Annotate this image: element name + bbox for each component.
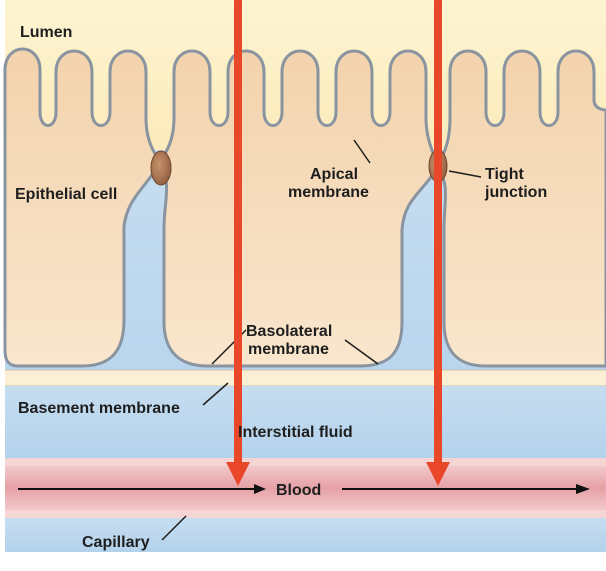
lumen-label: Lumen <box>20 24 72 41</box>
paracellular-transport-arrow <box>426 0 450 486</box>
blood-flow-arrow <box>18 484 590 494</box>
tight-junction-label-2: junction <box>484 184 547 201</box>
interstitial-fluid-band <box>5 386 606 458</box>
transcellular-transport-arrow <box>226 0 250 486</box>
apical-membrane-label-1: Apical <box>310 166 358 183</box>
capillary-outer <box>5 518 606 552</box>
tight-junction-label-1: Tight <box>485 166 524 183</box>
apical-membrane-label-2: membrane <box>288 184 369 201</box>
epithelial-cell-left <box>3 47 162 368</box>
leader-lines <box>161 139 482 541</box>
epithelial-cell-right <box>436 49 606 368</box>
epithelial-cell-middle <box>158 49 440 368</box>
basolateral-membrane-label-2: membrane <box>248 341 329 358</box>
basement-membrane <box>5 370 606 386</box>
basolateral-membrane-label-1: Basolateral <box>246 323 332 340</box>
epithelial-cell-label: Epithelial cell <box>15 186 117 203</box>
tight-junction-left <box>150 150 172 186</box>
basement-membrane-label: Basement membrane <box>18 400 180 417</box>
capillary-wall-bottom <box>5 510 606 518</box>
blood-label: Blood <box>276 482 321 499</box>
capillary-label: Capillary <box>82 534 150 551</box>
capillary-wall-top <box>5 458 606 466</box>
interstitial-fluid-label: Interstitial fluid <box>238 424 353 441</box>
